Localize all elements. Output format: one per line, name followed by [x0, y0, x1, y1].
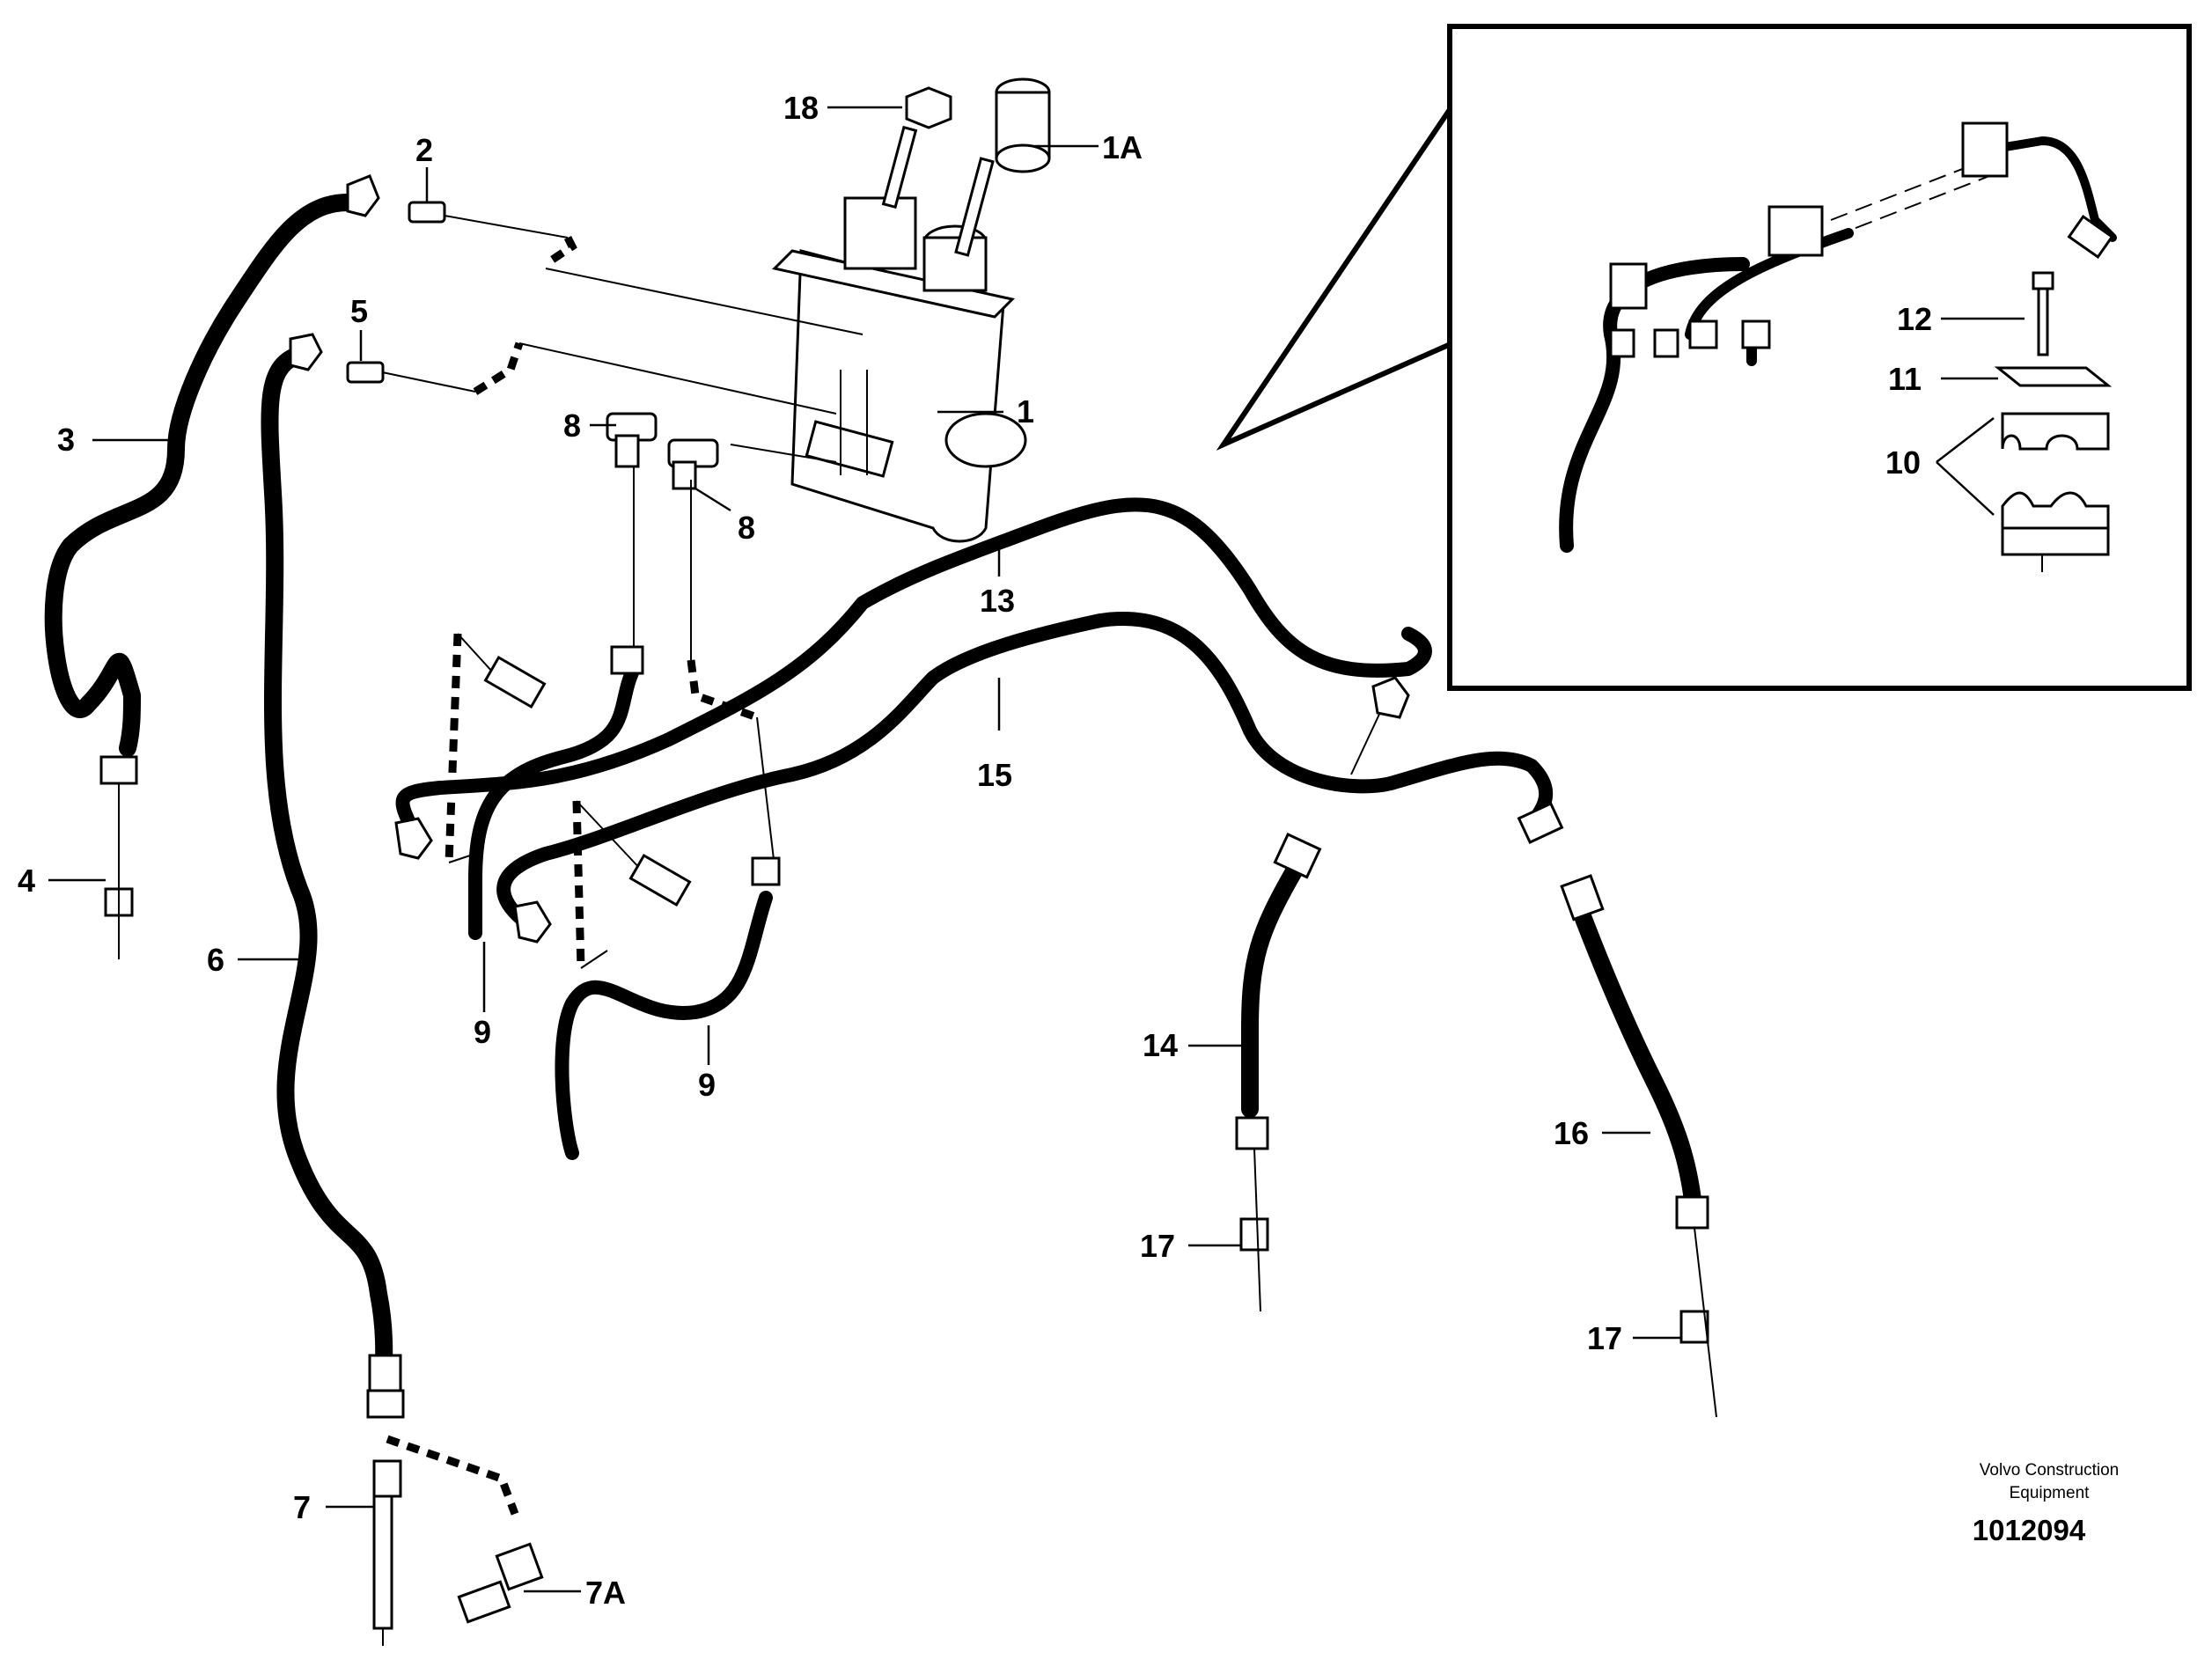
callout-8-upper: 8 — [563, 408, 581, 444]
callout-17-right: 17 — [1587, 1320, 1622, 1356]
pipe-15 — [496, 612, 1554, 931]
callout-9-left: 9 — [474, 1014, 491, 1050]
callout-18: 18 — [783, 90, 819, 126]
hose-16 — [1567, 889, 1703, 1223]
inset-plate — [1994, 366, 2113, 387]
callout-labels: 18 1A 2 5 1 3 8 8 13 15 4 6 9 9 14 16 17… — [18, 90, 1622, 1611]
callout-13: 13 — [980, 583, 1015, 619]
elbow-fittings-8 — [606, 412, 719, 490]
callout-6: 6 — [207, 942, 224, 978]
callout-7: 7 — [293, 1489, 311, 1525]
callout-3: 3 — [57, 422, 75, 458]
inset-clamp-lower — [2001, 491, 2110, 556]
callout-5: 5 — [350, 293, 368, 329]
callout-9-right: 9 — [698, 1067, 716, 1103]
fittings — [99, 174, 1717, 1646]
credit-line-2: Equipment — [2010, 1484, 2091, 1502]
hose-6 — [261, 348, 393, 1408]
callout-1A: 1A — [1102, 129, 1143, 165]
callout-15: 15 — [977, 757, 1012, 793]
nut-18 — [905, 86, 952, 129]
callout-12: 12 — [1897, 301, 1932, 337]
hose-3 — [44, 194, 356, 757]
callout-4: 4 — [18, 863, 35, 899]
inset-pipe-bundle — [1559, 121, 2117, 553]
detail-inset: 12 11 10 — [1216, 24, 2192, 691]
document-number: 1012094 — [1973, 1514, 2086, 1546]
adjuster-screw — [881, 125, 995, 257]
hose-14 — [1241, 863, 1303, 1118]
callout-14: 14 — [1143, 1027, 1178, 1063]
leader-lines — [48, 106, 1681, 1593]
hose-9-left — [468, 662, 641, 940]
credit-line-1: Volvo Construction — [1980, 1461, 2119, 1480]
brake-valve — [772, 196, 1027, 543]
callout-10: 10 — [1885, 444, 1921, 481]
callout-2: 2 — [415, 132, 433, 168]
callout-1: 1 — [1017, 393, 1034, 430]
inset-clamp-upper — [2001, 412, 2110, 451]
callout-16: 16 — [1554, 1115, 1589, 1151]
callout-7A: 7A — [585, 1575, 626, 1611]
callout-11: 11 — [1888, 361, 1922, 397]
callout-17-left: 17 — [1140, 1228, 1175, 1264]
inset-bolt — [2032, 271, 2054, 356]
connection-dashes — [369, 215, 1383, 1516]
pipe-13 — [395, 497, 1432, 839]
hose-9-right — [555, 891, 773, 1160]
publisher-credit: Volvo Construction Equipment 1012094 — [1973, 1461, 2119, 1546]
cap-1A — [995, 77, 1051, 173]
callout-8-lower: 8 — [738, 510, 755, 546]
